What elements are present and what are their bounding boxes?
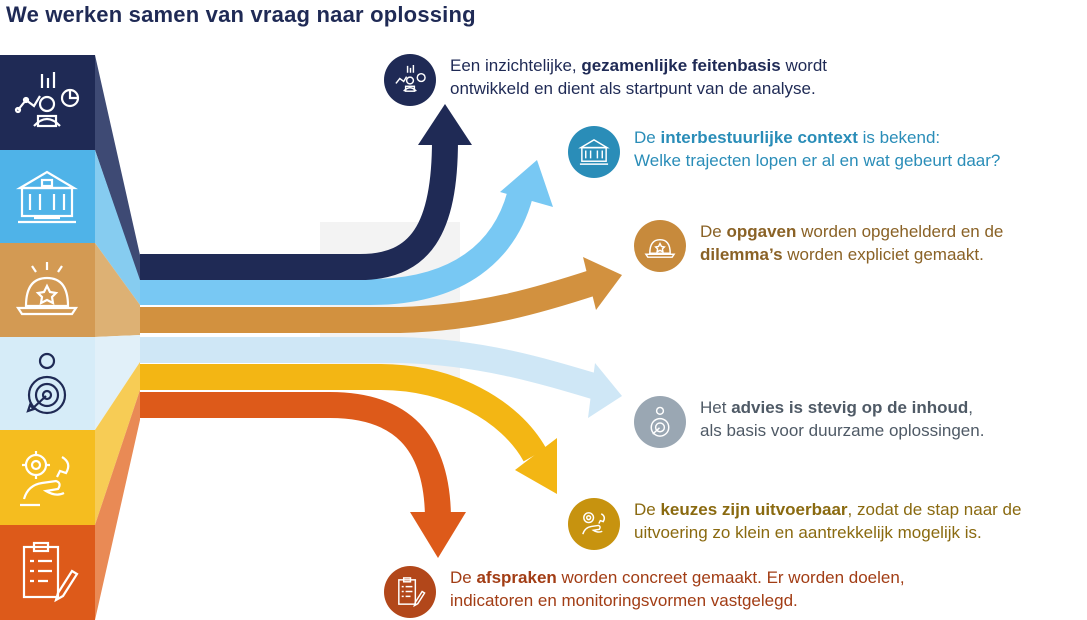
arrow-feitenbasis [140,139,458,280]
arrow-afspraken [140,392,451,521]
step-afspraken: De afspraken worden concreet gemaakt. Er… [384,566,905,618]
tile-side-orange [95,390,140,620]
step-text: De afspraken worden concreet gemaakt. Er… [450,568,905,610]
arrow-feitenbasis-head [418,104,472,145]
arrow-opgaven [140,269,600,333]
tile-side-yellow [95,362,140,525]
arrow-afspraken-head [410,512,466,558]
clipboard-pen-icon [12,537,82,612]
arrow-keuzes [140,364,547,462]
tile-ochre [0,243,95,337]
arrow-context-head [500,160,553,207]
gears-hand-icon [12,443,82,518]
government-building-icon [12,162,82,237]
step-keuzes: De keuzes zijn uitvoerbaar, zodat de sta… [568,498,1021,550]
page-title: We werken samen van vraag naar oplossing [6,2,476,27]
tile-yellow [0,430,95,525]
gears-hand-icon [568,498,620,550]
tile-side-ochre [95,243,140,337]
step-text: De interbestuurlijke context is bekend: … [634,128,1001,170]
helmet-star-icon [12,256,82,331]
arrow-advies [140,337,604,401]
helmet-star-icon [634,220,686,272]
step-text: Het advies is stevig op de inhoud, als b… [700,398,985,440]
tile-side-navy [95,55,140,282]
tile-orange [0,525,95,620]
arrow-keuzes-head [515,438,557,494]
analyst-laptop-icon [384,54,436,106]
person-target-icon [634,396,686,448]
arrow-opgaven-head [583,257,622,310]
step-text: Een inzichtelijke, gezamenlijke feitenba… [450,56,828,98]
step-context: De interbestuurlijke context is bekend: … [568,126,1000,178]
analyst-laptop-icon [12,68,82,143]
arrow-context [140,191,533,305]
step-advies: Het advies is stevig op de inhoud, als b… [634,396,984,448]
step-text: De opgaven worden opgehelderd en de dile… [700,222,1004,264]
clipboard-pen-icon [384,566,436,618]
arrow-advies-head [588,363,622,418]
step-feitenbasis: Een inzichtelijke, gezamenlijke feitenba… [384,54,827,106]
person-target-icon [12,349,82,424]
tile-navy [0,55,95,150]
step-text: De keuzes zijn uitvoerbaar, zodat de sta… [634,500,1022,542]
tile-lightblue [0,150,95,243]
tile-side-paleblue [95,335,140,430]
tile-side-lightblue [95,150,140,305]
government-building-icon [568,126,620,178]
step-opgaven: De opgaven worden opgehelderd en de dile… [634,220,1003,272]
